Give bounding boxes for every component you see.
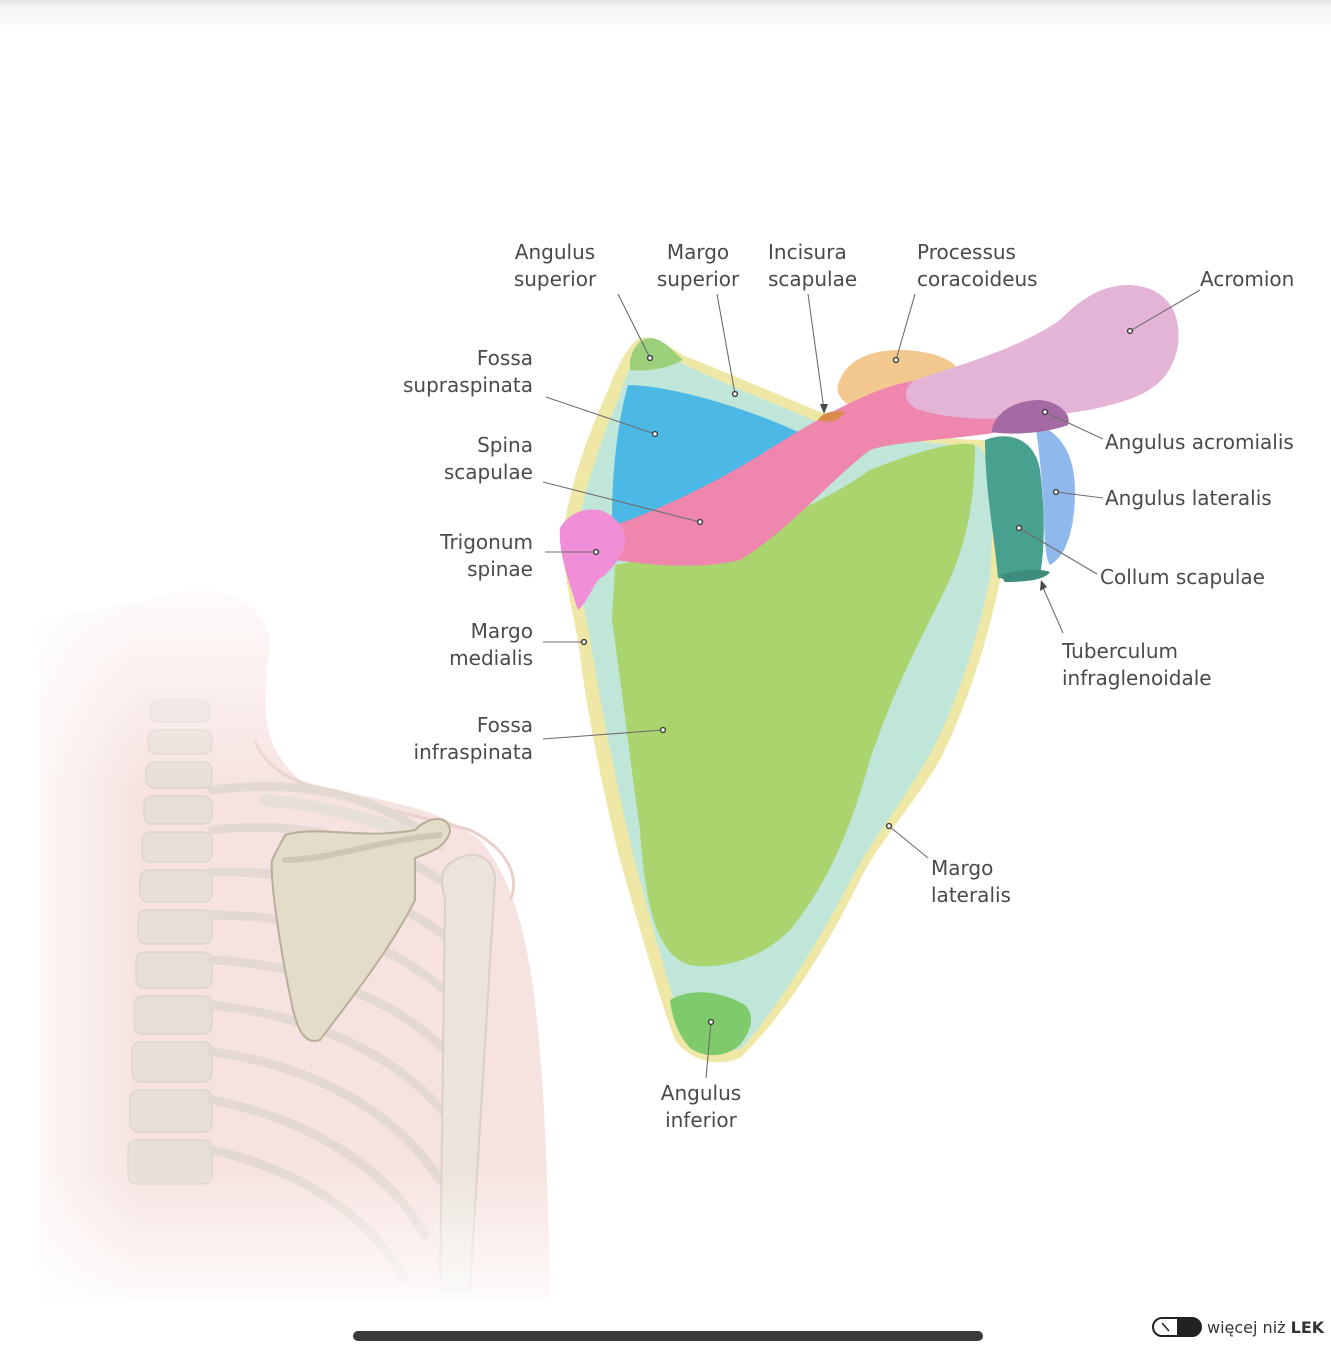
leader-lines bbox=[542, 289, 1201, 1079]
label-margo-lateralis: Margo lateralis bbox=[931, 856, 1011, 907]
label-trigonum-spinae: Trigonum spinae bbox=[440, 530, 533, 581]
label-processus-coracoideus: Processus coracoideus bbox=[917, 240, 1038, 291]
angulus-lateralis-region bbox=[1035, 425, 1075, 565]
label-angulus-inferior: Angulus inferior bbox=[660, 1081, 742, 1132]
fossa-supraspinata-region bbox=[612, 385, 830, 528]
label-margo-superior: Margo superior bbox=[656, 240, 740, 291]
torso-illustration bbox=[0, 560, 560, 1320]
label-collum-scapulae: Collum scapulae bbox=[1100, 565, 1265, 589]
pill-icon bbox=[1152, 1317, 1202, 1337]
fossa-infraspinata-region bbox=[612, 443, 975, 967]
incisura-scapulae-region bbox=[818, 411, 845, 422]
brand-watermark: więcej niż LEK bbox=[1152, 1316, 1324, 1338]
angulus-acromialis-region bbox=[992, 400, 1069, 434]
label-angulus-acromialis: Angulus acromialis bbox=[1105, 430, 1294, 454]
label-fossa-supraspinata: Fossa supraspinata bbox=[403, 346, 533, 397]
label-tuberculum-infraglenoidale: Tuberculum infraglenoidale bbox=[1062, 639, 1212, 690]
trigonum-spinae-region bbox=[559, 509, 626, 610]
brand-text: więcej niż LEK bbox=[1207, 1318, 1324, 1337]
scapula bbox=[559, 285, 1179, 1063]
home-indicator[interactable] bbox=[353, 1331, 983, 1341]
label-angulus-superior: Angulus superior bbox=[513, 240, 597, 291]
leader-arrows bbox=[820, 404, 1047, 591]
spina-scapulae-region bbox=[615, 374, 1041, 566]
label-angulus-lateralis: Angulus lateralis bbox=[1105, 486, 1272, 510]
brand-text-bold: LEK bbox=[1290, 1317, 1325, 1337]
label-fossa-infraspinata: Fossa infraspinata bbox=[413, 713, 533, 764]
label-margo-medialis: Margo medialis bbox=[449, 619, 533, 670]
acromion-region bbox=[905, 285, 1179, 419]
top-shade bbox=[0, 0, 1331, 34]
brand-text-prefix: więcej niż bbox=[1207, 1317, 1286, 1337]
tuberculum-infraglenoidale-region bbox=[1000, 569, 1050, 582]
label-incisura-scapulae: Incisura scapulae bbox=[768, 240, 858, 291]
leader-dots bbox=[580, 327, 1134, 1026]
label-spina-scapulae: Spina scapulae bbox=[443, 433, 533, 484]
label-acromion: Acromion bbox=[1200, 267, 1295, 291]
collum-scapulae-region bbox=[985, 436, 1044, 580]
angulus-superior-region bbox=[630, 338, 683, 371]
